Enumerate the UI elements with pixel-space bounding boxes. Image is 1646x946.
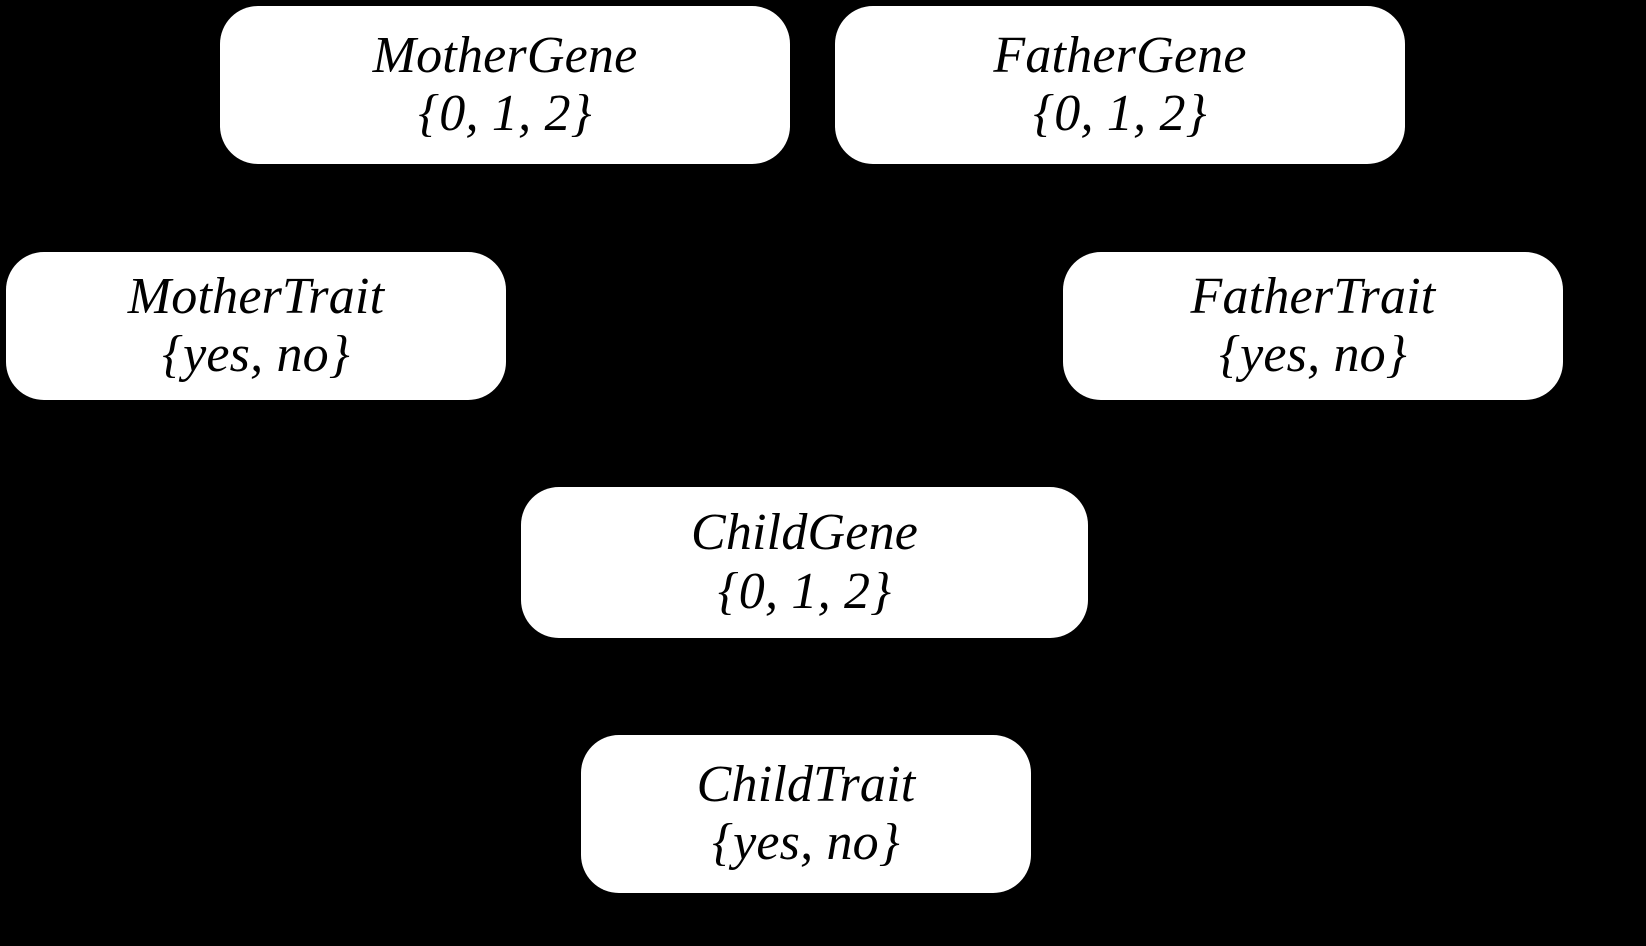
node-mother-gene[interactable]: MotherGene {0, 1, 2} xyxy=(220,6,790,164)
node-mother-gene-title: MotherGene xyxy=(372,26,638,84)
node-father-gene-title: FatherGene xyxy=(993,26,1247,84)
node-child-gene-domain: {0, 1, 2} xyxy=(717,562,892,620)
node-child-gene[interactable]: ChildGene {0, 1, 2} xyxy=(521,487,1088,638)
node-child-trait-domain: {yes, no} xyxy=(712,814,900,871)
node-mother-trait-domain: {yes, no} xyxy=(162,326,350,383)
node-child-gene-title: ChildGene xyxy=(690,504,919,562)
node-mother-gene-domain: {0, 1, 2} xyxy=(418,85,592,142)
node-father-trait[interactable]: FatherTrait {yes, no} xyxy=(1063,252,1563,400)
node-father-trait-title: FatherTrait xyxy=(1190,267,1436,325)
node-father-gene[interactable]: FatherGene {0, 1, 2} xyxy=(835,6,1405,164)
node-child-trait[interactable]: ChildTrait {yes, no} xyxy=(581,735,1031,893)
node-father-gene-domain: {0, 1, 2} xyxy=(1033,85,1207,142)
node-mother-trait[interactable]: MotherTrait {yes, no} xyxy=(6,252,506,400)
node-child-trait-title: ChildTrait xyxy=(696,755,916,813)
node-father-trait-domain: {yes, no} xyxy=(1219,326,1407,383)
node-mother-trait-title: MotherTrait xyxy=(127,267,385,325)
